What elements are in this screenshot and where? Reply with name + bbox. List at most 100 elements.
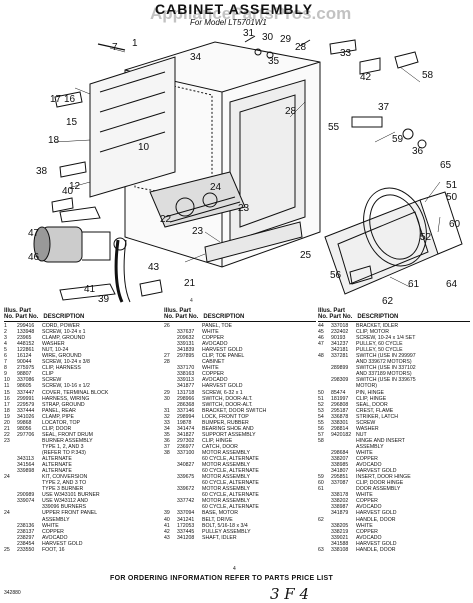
callout-36: 36 — [412, 146, 424, 157]
illus-number: 40 — [164, 516, 170, 523]
part-number: 233550 — [17, 546, 35, 553]
part-description: SCREW, 10-24 x 3/8 — [42, 359, 90, 366]
part-description: HARVEST GOLD — [356, 510, 397, 517]
callout-62: 62 — [382, 296, 394, 307]
parts-row: 60 CYCLE, ALTERNATE — [164, 468, 316, 474]
callout-23: 23 — [192, 226, 204, 237]
part-number: 339131 — [177, 341, 195, 348]
part-description: PANEL, TOE — [202, 323, 232, 329]
part-number: 209632 — [177, 335, 195, 342]
part-number: 232402 — [331, 329, 349, 336]
part-description: BRACKET, DOOR SWITCH — [202, 407, 267, 414]
burner-assembly — [149, 171, 246, 228]
part-number: 298684 — [331, 449, 349, 456]
illus-number: 55 — [318, 419, 324, 426]
callout-21: 21 — [184, 278, 196, 289]
callout-34: 34 — [190, 52, 202, 63]
part-description: SWITCH (USE IN 339675 — [356, 377, 416, 384]
part-description: CLIP, HINGE — [356, 395, 387, 402]
part-number: 341877 — [177, 383, 195, 390]
callout-25: 25 — [300, 250, 312, 261]
motor-base — [59, 279, 163, 301]
exploded-view-diagram: 7 1 17 16 15 18 12 38 40 47 46 41 39 43 … — [28, 28, 463, 307]
illus-number: 24 — [4, 510, 10, 517]
part-description: UPPER FRONT PANEL — [42, 510, 98, 517]
part-description: CLAMP, GROUND — [42, 335, 86, 342]
callout-23b: 23 — [238, 203, 250, 214]
part-description: CLAMP, PIPE — [42, 413, 74, 420]
callout-46: 46 — [28, 252, 40, 263]
part-description: HARVEST GOLD — [202, 347, 243, 354]
part-description: ALTERNATE — [42, 462, 72, 469]
part-description: 60 CYCLE, ALTERNATE — [202, 492, 259, 499]
part-number: 338205 — [331, 522, 349, 529]
part-description: 60 CYCLE, ALTERNATE — [202, 504, 259, 511]
part-description: CORD, POWER — [42, 323, 80, 329]
callout-30: 30 — [262, 32, 274, 43]
illus-number: 45 — [318, 329, 324, 336]
part-number: 341237 — [331, 341, 349, 348]
part-number: 339113 — [177, 377, 194, 384]
callout-15: 15 — [66, 117, 78, 128]
part-number: 298814 — [331, 425, 349, 432]
callout-labels: 7 1 17 16 15 18 12 38 40 47 46 41 39 43 … — [28, 28, 461, 307]
part-description: DOOR ASSEMBLY — [356, 486, 401, 493]
callout-24: 24 — [210, 182, 222, 193]
part-number: 339898 — [17, 468, 35, 475]
illus-number: 36 — [164, 437, 170, 444]
part-number: 339675 — [177, 474, 195, 481]
part-description: AVOCADO — [202, 377, 228, 384]
hinge-parts — [349, 51, 427, 285]
callout-28b: 28 — [285, 106, 297, 117]
callout-60: 60 — [449, 219, 461, 230]
part-number: 98056 — [17, 425, 32, 432]
part-description: PULLEY ASSEMBLY — [202, 528, 251, 535]
illus-number: 17 — [4, 401, 10, 408]
callout-64: 64 — [446, 279, 458, 290]
part-description: HARVEST GOLD — [356, 540, 397, 547]
illus-number: 38 — [164, 449, 170, 456]
part-number: 341208 — [177, 534, 195, 541]
part-description: HARVEST GOLD — [202, 383, 243, 390]
part-number: 131718 — [177, 389, 195, 396]
part-number: 338219 — [331, 528, 349, 535]
part-description: SCREW, 6-32 x 1 — [202, 389, 243, 396]
part-description: NUT, 10-24 — [42, 347, 69, 354]
part-description: PIN, HINGE — [356, 389, 384, 396]
callout-47: 47 — [28, 228, 40, 239]
part-description: WHITE — [356, 492, 373, 499]
illus-number: 54 — [318, 413, 324, 420]
illus-number: 28 — [164, 359, 170, 366]
parts-row: 60 CYCLE, ALTERNATE — [164, 456, 316, 462]
part-description: SCREW, 10-16 x 1/2 — [42, 383, 90, 390]
illus-number: 56 — [318, 425, 324, 432]
